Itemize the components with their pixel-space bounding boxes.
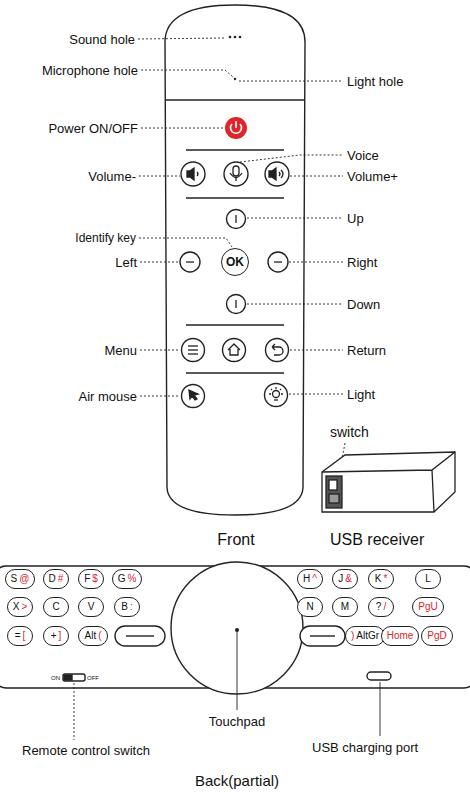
keyboard-key: K* [368, 569, 394, 589]
key-symbol: : [130, 601, 133, 613]
key-label: Home [387, 630, 414, 642]
keyboard-key: B: [114, 597, 140, 617]
callout-label: ON [51, 674, 60, 682]
key-label: Alt [84, 630, 96, 642]
keyboard-key: C [43, 597, 69, 617]
callout-label: Right [347, 255, 377, 270]
keyboard-key: D# [43, 569, 70, 589]
callout-label: Microphone hole [42, 63, 138, 78]
key-symbol: ] [59, 630, 62, 642]
key-label: PgU [418, 601, 437, 613]
callout-label: OFF [87, 674, 99, 682]
keyboard-key: F$ [78, 569, 104, 589]
callout-label: Sound hole [69, 32, 135, 47]
keyboard-key: Home [381, 626, 420, 646]
keyboard-key: ?/ [368, 597, 394, 617]
key-label: F [84, 573, 90, 585]
key-label: L [425, 573, 431, 585]
key-label: M [341, 601, 349, 613]
callout-label: Voice [347, 148, 379, 163]
callout-label: Remote control switch [22, 743, 150, 758]
keyboard-key: =[ [7, 626, 33, 646]
callout-label: Volume+ [347, 169, 398, 184]
key-symbol: > [21, 601, 27, 613]
key-label: K [375, 573, 382, 585]
callout-label: Return [347, 343, 386, 358]
key-label: + [51, 630, 57, 642]
callout-label: Light hole [347, 74, 403, 89]
callout-label: Identify key [75, 231, 136, 245]
key-label: OK [226, 256, 244, 268]
usb-receiver [322, 452, 455, 512]
keyboard-key: G% [112, 569, 143, 589]
key-symbol: & [345, 573, 352, 585]
key-label: ? [376, 601, 382, 613]
callout-label: Front [217, 531, 254, 549]
key-symbol: @ [19, 573, 29, 585]
key-symbol: ^ [312, 573, 317, 585]
keyboard-key: Alt( [78, 626, 107, 646]
callout-label: Up [347, 211, 364, 226]
keyboard-key: )AltGr [345, 626, 385, 646]
key-symbol: [ [23, 630, 26, 642]
keyboard-key: J& [332, 569, 358, 589]
keyboard-key: H^ [297, 569, 323, 589]
key-label: B [121, 601, 128, 613]
key-symbol: / [383, 601, 386, 613]
key-symbol: # [58, 573, 64, 585]
keyboard-key: S@ [5, 569, 36, 589]
leader-lines [138, 38, 345, 480]
keyboard-key: +] [43, 626, 69, 646]
key-symbol: $ [92, 573, 98, 585]
callout-label: Menu [104, 343, 137, 358]
remote-body [165, 5, 305, 515]
key-symbol: * [383, 573, 387, 585]
key-label: ) [351, 630, 354, 642]
key-label: C [52, 601, 59, 613]
keyboard-key: PgU [412, 597, 443, 617]
key-label: S [11, 573, 18, 585]
key-label: G [118, 573, 126, 585]
callout-label: Down [347, 297, 380, 312]
callout-label: Air mouse [78, 389, 137, 404]
callout-label: switch [330, 424, 369, 440]
callout-label: Touchpad [209, 714, 265, 729]
key-label: D [49, 573, 56, 585]
keyboard-key: V [78, 597, 104, 617]
callout-label: Light [347, 387, 375, 402]
ok-button: OK [221, 248, 249, 276]
key-symbol: AltGr [356, 630, 379, 642]
callout-label: USB charging port [312, 740, 418, 755]
callout-label: Power ON/OFF [48, 121, 138, 136]
callout-label: Left [115, 255, 137, 270]
keyboard-key: N [297, 597, 323, 617]
key-symbol: ( [98, 630, 101, 642]
callout-label: Volume- [88, 169, 136, 184]
key-label: N [306, 601, 313, 613]
keyboard-key: X> [7, 597, 34, 617]
callout-label: Back(partial) [195, 772, 279, 789]
key-label: J [338, 573, 343, 585]
key-label: PgD [427, 630, 446, 642]
key-label: V [88, 601, 95, 613]
key-symbol: % [127, 573, 136, 585]
keyboard-key: M [332, 597, 358, 617]
key-label: = [15, 630, 21, 642]
callout-label: USB receiver [330, 531, 424, 549]
key-label: X [13, 601, 20, 613]
power-button [225, 117, 247, 139]
keyboard-key: L [415, 569, 441, 589]
keyboard-key: PgD [421, 626, 452, 646]
key-label: H [303, 573, 310, 585]
